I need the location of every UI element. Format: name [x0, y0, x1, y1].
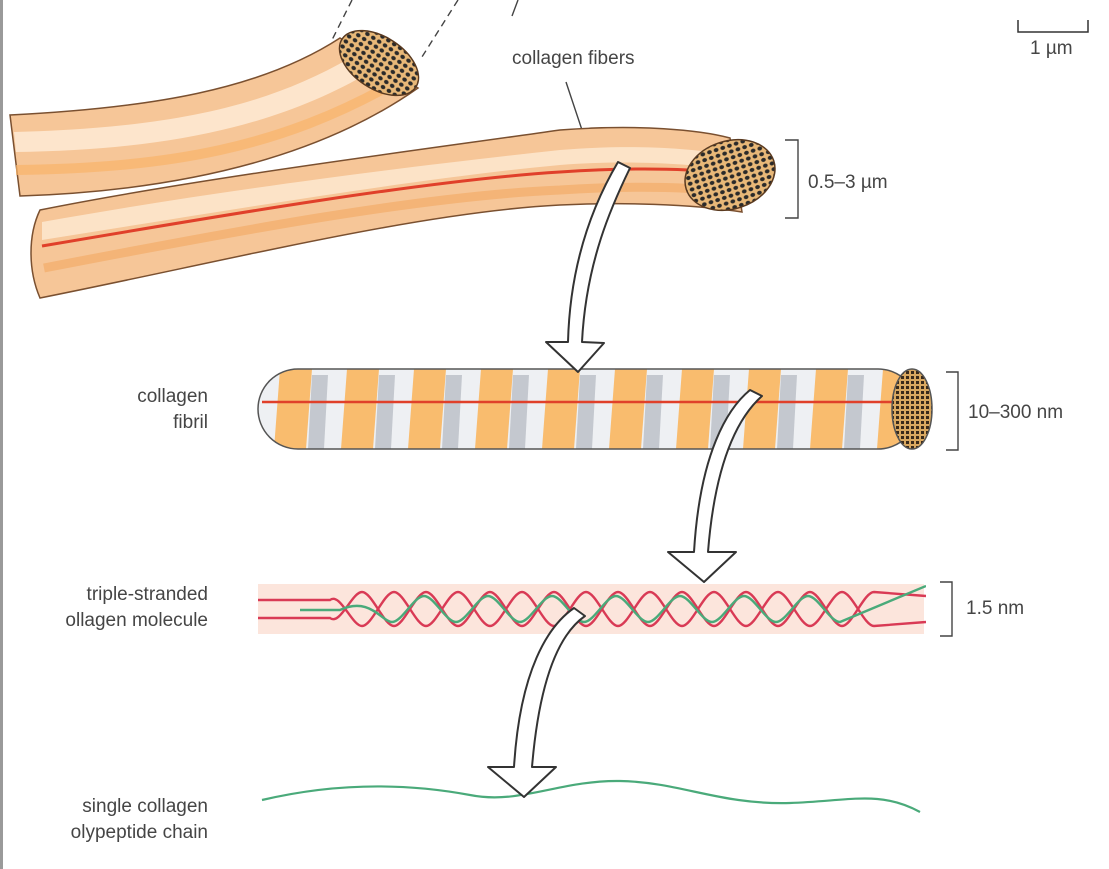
- molecule-dimension-label: 1.5 nm: [966, 596, 1024, 622]
- zoom-arrows: [488, 162, 762, 797]
- chain-label-line2: olypeptide chain: [4, 820, 208, 846]
- fibril-band-orange: [542, 369, 580, 449]
- fiber-dimension-label: 0.5–3 µm: [808, 170, 888, 196]
- triple-stranded-molecule: [258, 584, 926, 634]
- fibril-band-orange: [341, 369, 379, 449]
- polypeptide-chain: [262, 781, 920, 812]
- fibril-dimension-label: 10–300 nm: [968, 400, 1063, 426]
- molecule-label-line1: triple-stranded: [4, 582, 208, 608]
- fibril-band-orange: [475, 369, 513, 449]
- fibril-label-line1: collagen: [80, 384, 208, 410]
- fibril-band-orange: [408, 369, 446, 449]
- chain-label-line1: single collagen: [4, 794, 208, 820]
- fibril-band-orange: [810, 369, 848, 449]
- fibril-label-line2: fibril: [80, 410, 208, 436]
- fibril-band-orange: [274, 369, 312, 449]
- scale-bar: [1018, 20, 1088, 32]
- collagen-fibril: [258, 369, 932, 449]
- fibril-band-orange: [676, 369, 714, 449]
- scale-bar-label: 1 µm: [1030, 36, 1073, 62]
- collagen-fibers-label: collagen fibers: [512, 46, 635, 72]
- arrow-molecule-to-chain: [488, 608, 585, 797]
- fibril-band-orange: [609, 369, 647, 449]
- molecule-label-line2: ollagen molecule: [4, 608, 208, 634]
